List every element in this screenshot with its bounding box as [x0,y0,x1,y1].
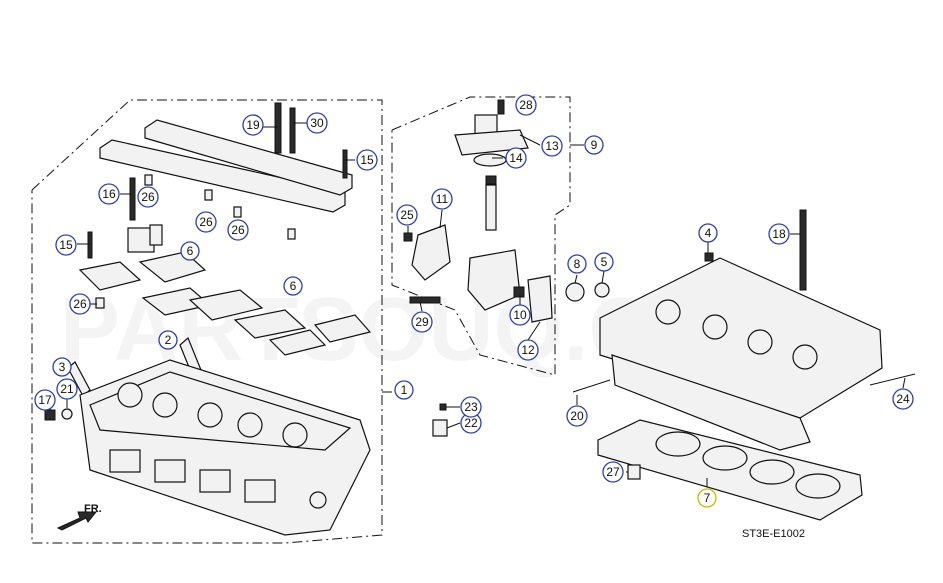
callout-3[interactable]: 3 [52,357,72,377]
diagram-code: ST3E-E1002 [742,528,805,540]
svg-text:15: 15 [59,238,73,252]
callout-16[interactable]: 16 [98,183,120,205]
callout-21[interactable]: 21 [56,378,78,400]
svg-text:12: 12 [521,343,535,357]
group-boundary-left [31,99,383,544]
callout-1[interactable]: 1 [394,380,414,400]
callout-26b[interactable]: 26 [195,211,217,233]
head-gasket [597,419,863,521]
callout-7[interactable]: 7 [697,488,717,508]
svg-text:6: 6 [290,279,297,293]
callout-23[interactable]: 23 [460,396,482,418]
front-direction-arrow: FR. [56,503,102,531]
callout-18[interactable]: 18 [768,223,790,245]
callout-10[interactable]: 10 [509,304,531,326]
callout-8[interactable]: 8 [567,254,587,274]
callout-26c[interactable]: 26 [227,219,249,241]
svg-text:29: 29 [415,315,429,329]
spool-valve-assembly [403,99,553,323]
svg-text:30: 30 [310,116,324,130]
cylinder-head-left [79,359,371,536]
callout-27[interactable]: 27 [602,461,624,483]
svg-text:2: 2 [165,333,172,347]
callout-13[interactable]: 13 [541,135,563,157]
svg-text:26: 26 [231,223,245,237]
svg-text:8: 8 [574,257,581,271]
svg-text:14: 14 [509,151,523,165]
svg-text:19: 19 [246,118,260,132]
svg-text:7: 7 [704,491,711,505]
svg-text:18: 18 [772,227,786,241]
callout-15b[interactable]: 15 [55,234,77,256]
callout-4[interactable]: 4 [698,223,718,243]
callout-28[interactable]: 28 [515,94,537,116]
svg-text:20: 20 [570,409,584,423]
rocker-shaft-assembly [78,119,372,356]
svg-text:26: 26 [141,190,155,204]
svg-text:6: 6 [187,244,194,258]
svg-text:4: 4 [705,226,712,240]
svg-text:9: 9 [591,138,598,152]
front-label: FR. [84,503,102,515]
small-parts-center [432,403,448,437]
callout-25[interactable]: 25 [396,204,418,226]
callout-6[interactable]: 6 [180,241,200,261]
svg-text:25: 25 [400,208,414,222]
callout-15[interactable]: 15 [356,149,378,171]
callout-5[interactable]: 5 [594,252,614,272]
callout-29[interactable]: 29 [411,311,433,333]
callout-30[interactable]: 30 [306,112,328,134]
svg-text:16: 16 [102,187,116,201]
callout-14[interactable]: 14 [505,147,527,169]
svg-text:21: 21 [60,382,74,396]
svg-text:5: 5 [601,255,608,269]
svg-text:22: 22 [464,416,478,430]
svg-text:10: 10 [513,308,527,322]
svg-text:1: 1 [401,383,408,397]
callout-26d[interactable]: 26 [69,293,91,315]
svg-text:24: 24 [896,392,910,406]
svg-text:13: 13 [545,139,559,153]
svg-text:11: 11 [436,192,449,206]
callout-9[interactable]: 9 [584,135,604,155]
callout-26a[interactable]: 26 [137,186,159,208]
callout-19[interactable]: 19 [242,114,264,136]
svg-text:23: 23 [464,400,478,414]
svg-text:3: 3 [59,360,66,374]
svg-text:15: 15 [360,153,374,167]
callout-6b[interactable]: 6 [283,276,303,296]
svg-text:27: 27 [606,465,620,479]
cylinder-head-right [565,209,916,451]
svg-text:26: 26 [199,215,213,229]
callout-11[interactable]: 11 [431,188,453,210]
svg-text:28: 28 [519,98,533,112]
callout-2[interactable]: 2 [158,330,178,350]
callout-24[interactable]: 24 [892,388,914,410]
callout-17[interactable]: 17 [34,389,56,411]
svg-text:17: 17 [38,393,52,407]
callout-12[interactable]: 12 [517,339,539,361]
callout-20[interactable]: 20 [566,405,588,427]
svg-text:26: 26 [73,297,87,311]
